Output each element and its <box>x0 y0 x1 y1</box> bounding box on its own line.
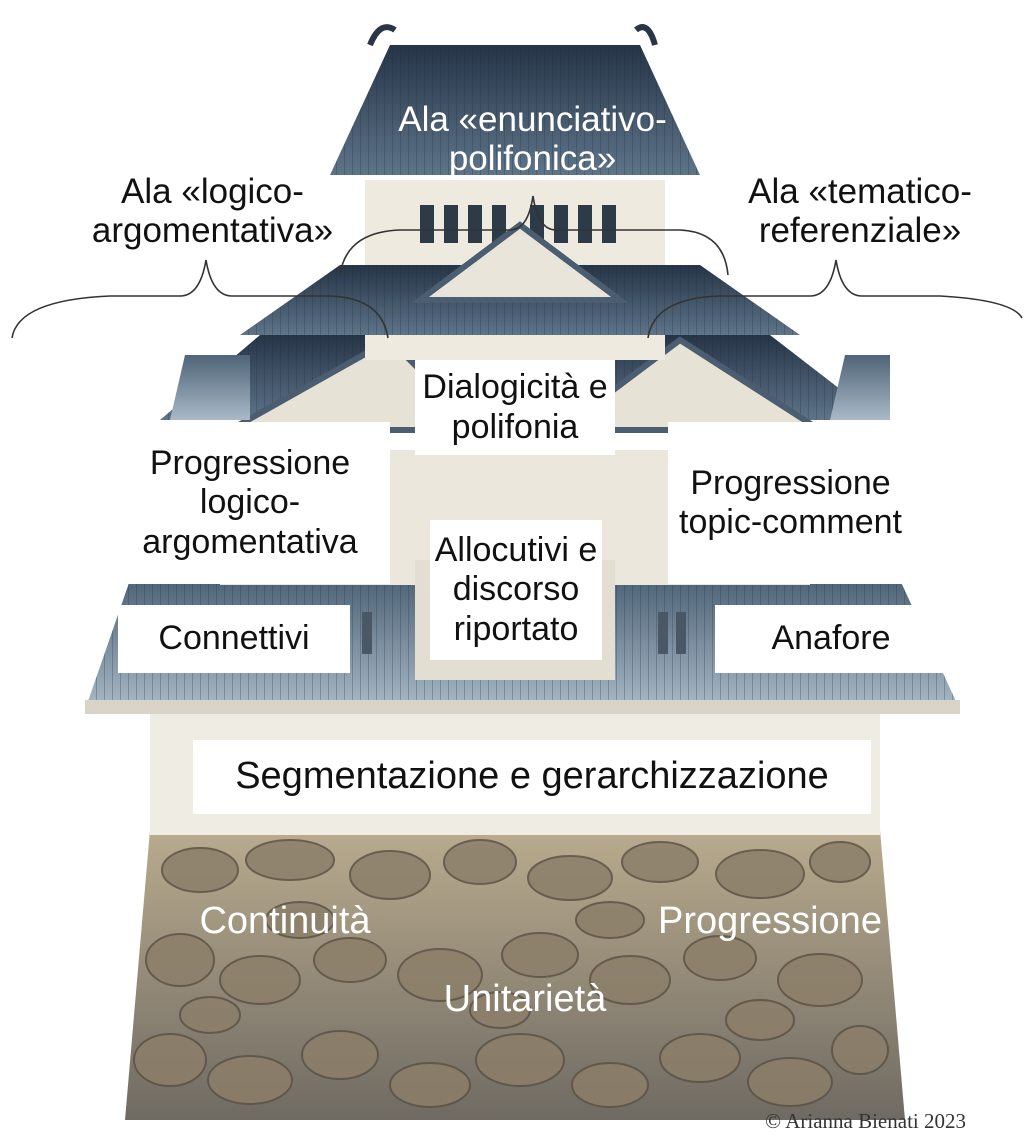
stone-foundation <box>125 830 905 1120</box>
wing-label-left: Ala «logico-argomentativa» <box>91 172 334 251</box>
foundation-progressione: Progressione <box>658 900 882 942</box>
level-dialogicita: Dialogicità e polifonia <box>415 360 615 455</box>
level-allocutivi: Allocutivi e discorso riportato <box>430 520 602 660</box>
wing-label-right: Ala «tematico-referenziale» <box>748 172 972 251</box>
level-anafore: Anafore <box>715 605 947 673</box>
right-wing-brace <box>647 259 1023 339</box>
level-progressione-logico: Progressione logico-argomentativa <box>110 422 390 584</box>
foundation-unitarieta: Unitarietà <box>443 978 607 1020</box>
level-segmentazione: Segmentazione e gerarchizzazione <box>193 740 871 814</box>
level-connettivi: Connettivi <box>118 605 350 673</box>
foundation-continuita: Continuità <box>199 900 371 942</box>
wing-label-center: Ala «enunciativo-polifonica» <box>398 100 667 179</box>
level-progressione-topic: Progressione topic-comment <box>668 422 913 584</box>
copyright-credit: © Arianna Bienati 2023 <box>765 1109 966 1133</box>
left-wing-brace <box>11 259 389 339</box>
center-wing-brace <box>339 195 729 276</box>
